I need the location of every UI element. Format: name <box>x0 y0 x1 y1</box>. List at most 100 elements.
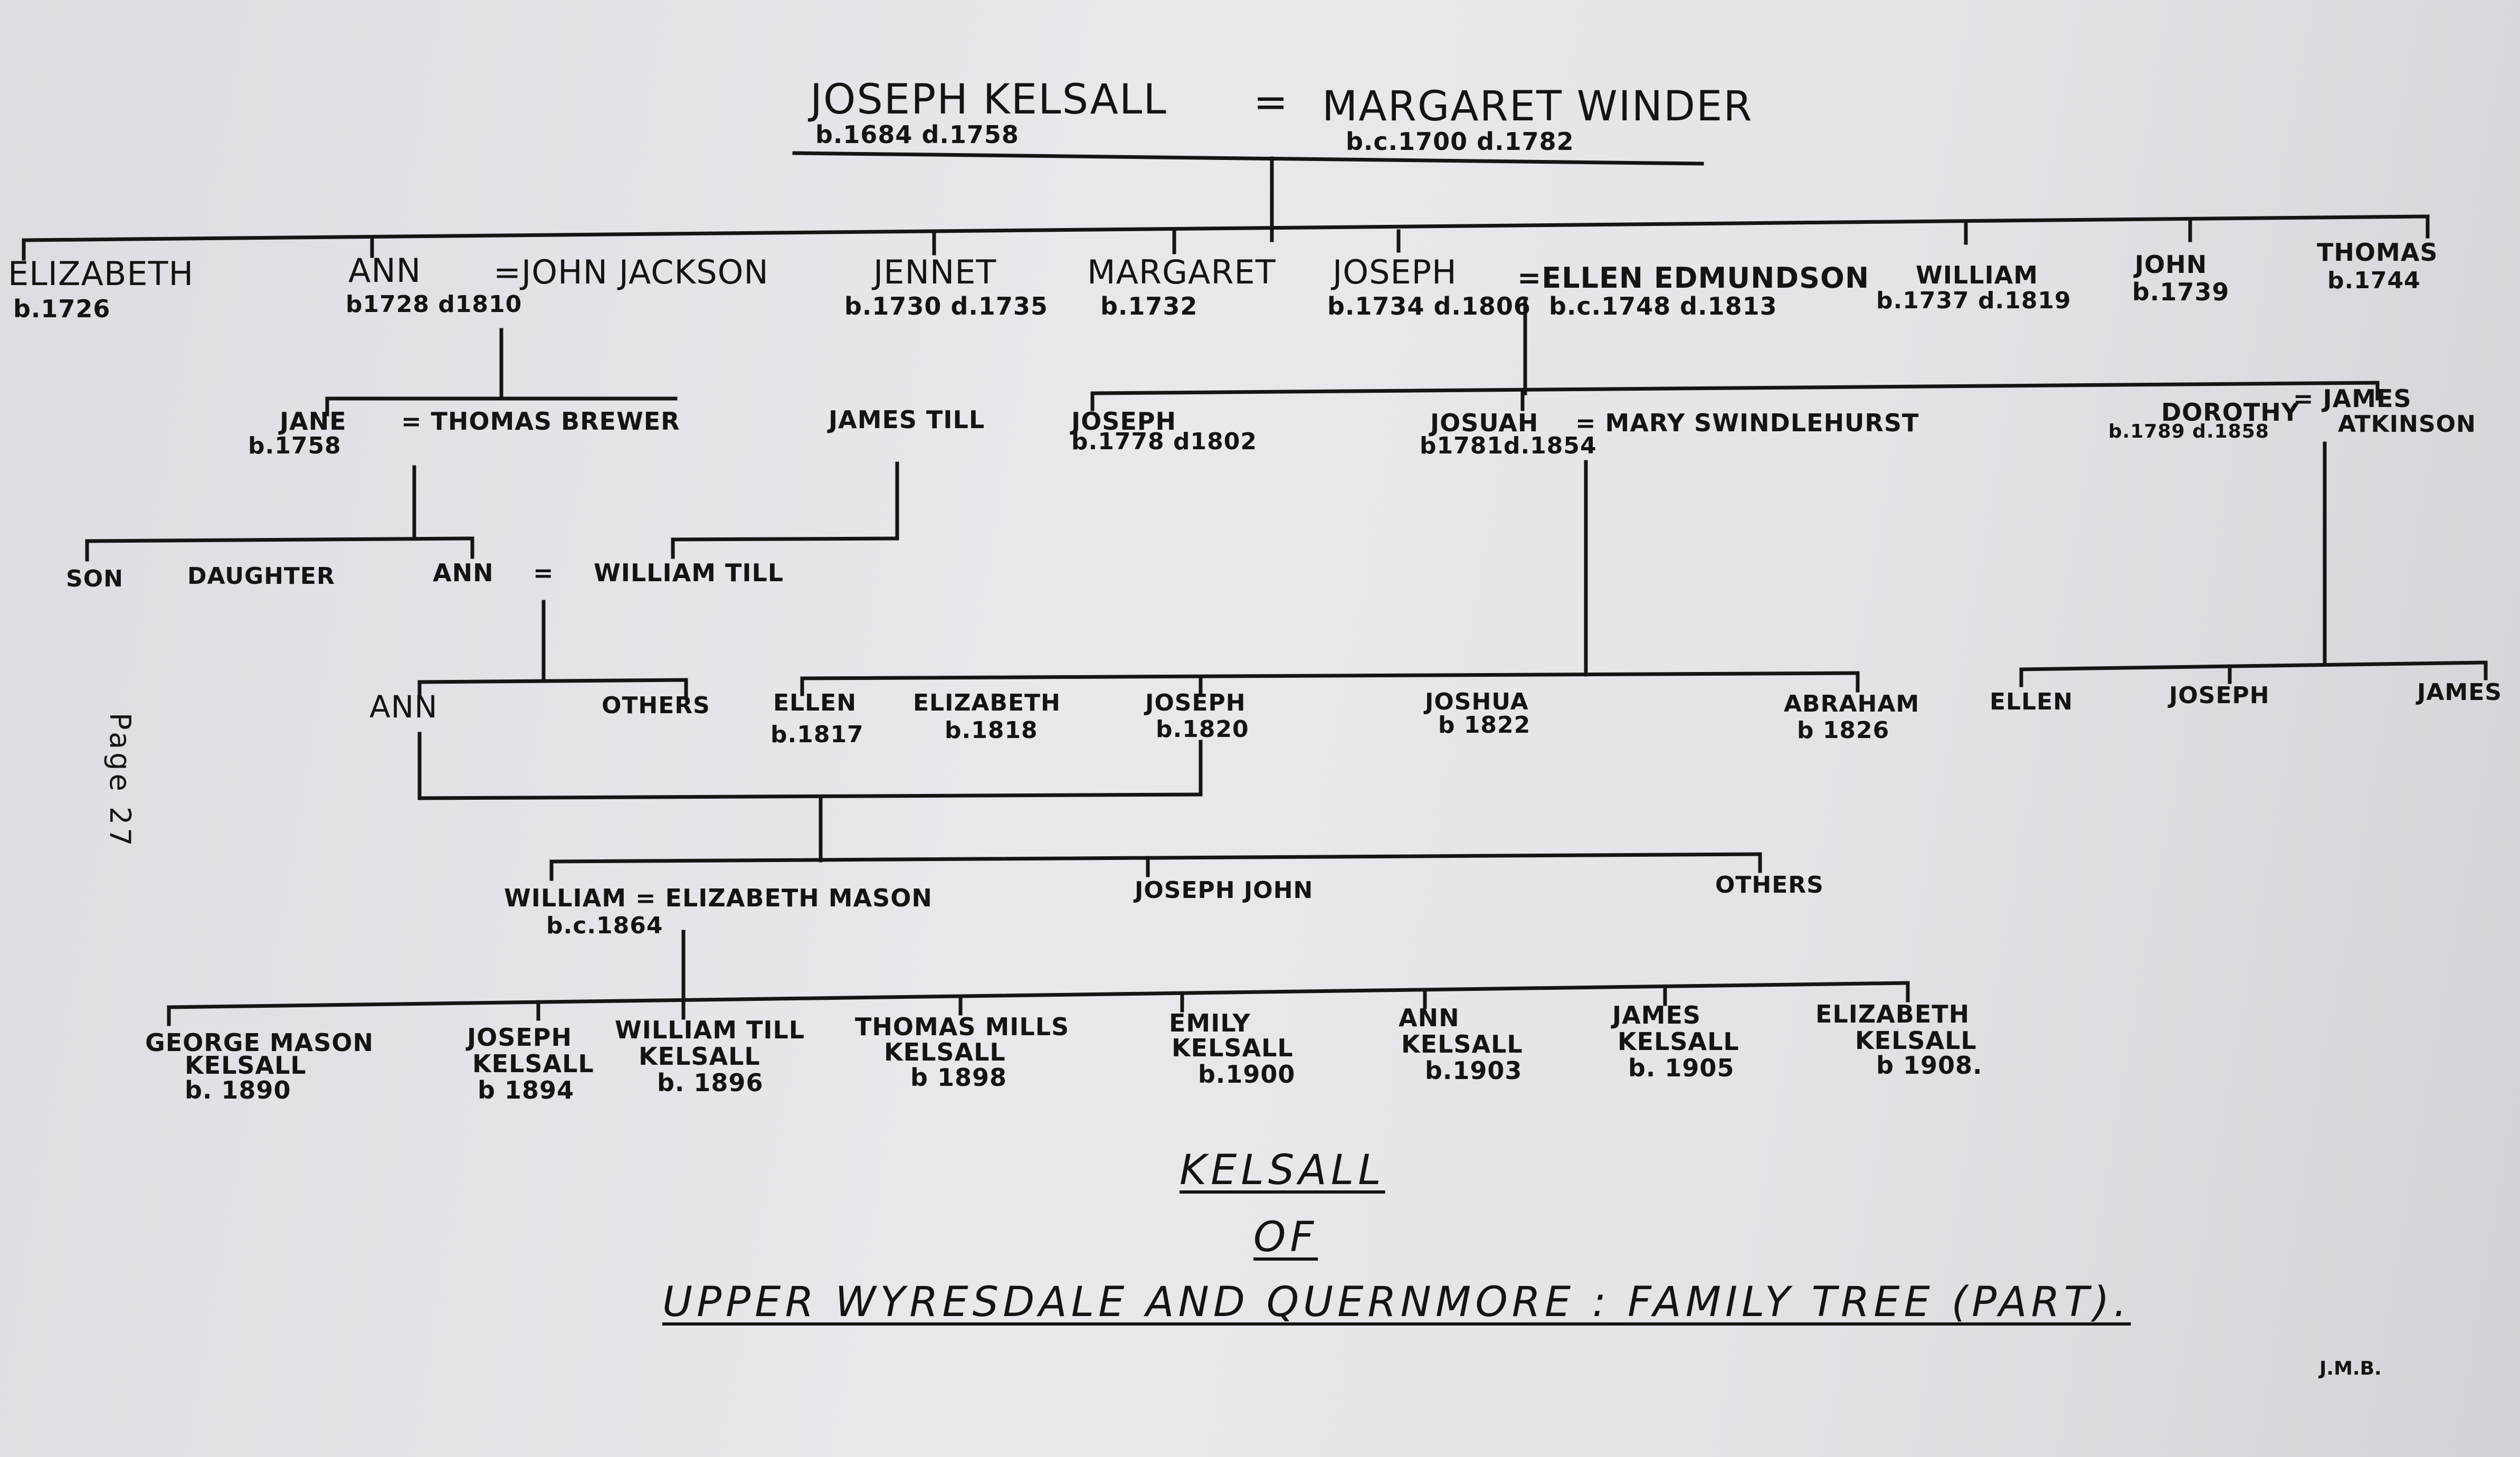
gen4-ann: ANN <box>433 559 494 587</box>
gen5-ann: ANN <box>369 689 438 725</box>
gen2-joseph-spouse: =ELLEN EDMUNDSON <box>1517 261 1870 295</box>
gen7-william-till-l3: b. 1896 <box>657 1068 764 1097</box>
connector <box>85 536 474 543</box>
connector <box>417 678 688 684</box>
gen4-daughter: DAUGHTER <box>187 563 335 590</box>
gen3-joseph: JOSEPH <box>1071 407 1176 436</box>
connector <box>1090 381 2380 395</box>
gen4-joshua-dates: b 1822 <box>1438 712 1531 739</box>
gen7-joseph-l1: JOSEPH <box>467 1023 572 1052</box>
gen3-jane: JANE <box>280 407 347 436</box>
connector <box>792 151 1704 166</box>
gen2-ann: ANN <box>348 251 422 290</box>
gen7-william-till-l2: KELSALL <box>639 1042 760 1071</box>
gen7-george-mason-l1: GEORGE MASON <box>145 1028 374 1057</box>
gen4-joseph-dates: b.1820 <box>1156 716 1249 743</box>
gen7-elizabeth-l2: KELSALL <box>1855 1026 1977 1055</box>
gen7-james-l3: b. 1905 <box>1628 1054 1735 1082</box>
gen7-elizabeth-l3: b 1908. <box>1876 1051 1983 1080</box>
gen4-ellen-dates: b.1817 <box>771 721 864 748</box>
gen7-george-mason-l3: b. 1890 <box>185 1076 291 1104</box>
gen2-joseph: JOSEPH <box>1333 253 1457 291</box>
gen4-ann-sign: = <box>533 559 554 587</box>
founder-margaret-winder: MARGARET WINDER <box>1322 83 1753 130</box>
gen7-thomas-mills-l1: THOMAS MILLS <box>855 1013 1070 1041</box>
gen6-joseph-john: JOSEPH JOHN <box>1135 877 1314 904</box>
gen4-ellen: ELLEN <box>773 689 857 716</box>
gen2-ann-spouse: =JOHN JACKSON <box>493 253 769 291</box>
connector <box>2019 660 2488 671</box>
title-line1: KELSALL <box>1180 1147 1385 1194</box>
gen7-emily-l1: EMILY <box>1169 1009 1251 1037</box>
gen3-josuah-spouse: = MARY SWINDLEHURST <box>1575 409 1919 437</box>
gen2-margaret-dates: b.1732 <box>1100 292 1198 320</box>
gen7-joseph-l2: KELSALL <box>472 1049 594 1078</box>
gen4-abraham: ABRAHAM <box>1784 690 1920 717</box>
founder-margaret-dates: b.c.1700 d.1782 <box>1346 127 1574 156</box>
gen7-emily-l2: KELSALL <box>1172 1034 1294 1062</box>
gen7-thomas-mills-l2: KELSALL <box>884 1038 1006 1066</box>
gen6-william-dates: b.c.1864 <box>546 912 663 939</box>
gen7-ann-l1: ANN <box>1399 1004 1460 1032</box>
gen7-james-l1: JAMES <box>1612 1001 1701 1029</box>
gen4-abraham-dates: b 1826 <box>1797 717 1890 744</box>
gen6-others: OTHERS <box>1715 872 1824 898</box>
gen6-william-elizabeth-mason: WILLIAM = ELIZABETH MASON <box>504 884 933 912</box>
founder-joseph-kelsall: JOSEPH KELSALL <box>810 76 1167 124</box>
gen2-elizabeth: ELIZABETH <box>8 254 194 293</box>
gen2-ann-dates: b1728 d1810 <box>346 291 522 318</box>
gen4-elizabeth: ELIZABETH <box>913 689 1061 716</box>
title-line2: OF <box>1253 1214 1318 1261</box>
initials: J.M.B. <box>2319 1358 2382 1379</box>
gen4-james-atkinson: JAMES <box>2417 679 2502 706</box>
connector <box>167 981 1910 1009</box>
gen7-ann-l2: KELSALL <box>1401 1030 1523 1058</box>
gen7-william-till-l1: WILLIAM TILL <box>615 1016 805 1044</box>
gen3-dorothy-dates: b.1789 d.1858 <box>2108 421 2269 442</box>
founder-joseph-dates: b.1684 d.1758 <box>815 120 1019 149</box>
gen3-josuah-dates: b1781d.1854 <box>1420 432 1597 459</box>
gen4-ellen-atkinson: ELLEN <box>1990 688 2074 715</box>
gen2-joseph-dates: b.1734 d.1806 <box>1327 292 1531 320</box>
gen5-others: OTHERS <box>602 692 710 719</box>
gen2-thomas-dates: b.1744 <box>2327 267 2421 294</box>
gen2-thomas: THOMAS <box>2317 238 2438 267</box>
gen2-elizabeth-dates: b.1726 <box>13 295 111 323</box>
gen3-joseph-dates: b.1778 d1802 <box>1071 428 1257 455</box>
gen4-joseph: JOSEPH <box>1145 689 1246 716</box>
gen3-josuah: JOSUAH <box>1430 409 1539 437</box>
gen2-john: JOHN <box>2135 250 2208 279</box>
gen4-elizabeth-dates: b.1818 <box>945 717 1038 744</box>
connector <box>549 852 1762 864</box>
gen4-william-till: WILLIAM TILL <box>594 559 784 587</box>
connector <box>800 671 1860 680</box>
gen7-thomas-mills-l3: b 1898 <box>910 1063 1007 1092</box>
gen7-george-mason-l2: KELSALL <box>185 1051 307 1080</box>
gen3-jane-spouse: = THOMAS BREWER <box>401 407 680 436</box>
gen4-joshua: JOSHUA <box>1425 688 1529 715</box>
gen2-margaret: MARGARET <box>1087 253 1276 291</box>
gen3-dorothy-spouse-line1: = JAMES <box>2293 384 2412 413</box>
connector <box>417 792 1203 800</box>
gen7-elizabeth-l1: ELIZABETH <box>1815 1000 1970 1028</box>
page-label: Page 27 <box>103 713 137 849</box>
gen2-jennet: JENNET <box>873 253 997 291</box>
gen3-dorothy-spouse-line2: ATKINSON <box>2338 411 2476 438</box>
gen3-jane-dates: b.1758 <box>248 432 341 459</box>
gen2-joseph-spouse-dates: b.c.1748 d.1813 <box>1549 292 1777 320</box>
gen2-jennet-dates: b.1730 d.1735 <box>844 292 1048 320</box>
title-line3: UPPER WYRESDALE AND QUERNMORE : FAMILY T… <box>662 1279 2131 1326</box>
founders-marriage-sign: = <box>1253 79 1289 126</box>
gen7-emily-l3: b.1900 <box>1198 1060 1296 1089</box>
gen2-william-dates: b.1737 d.1819 <box>1876 287 2071 314</box>
gen3-james-till: JAMES TILL <box>829 405 985 434</box>
connector <box>671 536 899 542</box>
gen7-james-l2: KELSALL <box>1618 1027 1739 1056</box>
gen4-son: SON <box>66 565 123 592</box>
gen3-dorothy: DOROTHY <box>2161 398 2299 427</box>
gen7-ann-l3: b.1903 <box>1425 1056 1523 1085</box>
gen2-william: WILLIAM <box>1916 261 2038 289</box>
connector <box>22 214 2430 242</box>
gen7-joseph-l3: b 1894 <box>478 1076 574 1104</box>
